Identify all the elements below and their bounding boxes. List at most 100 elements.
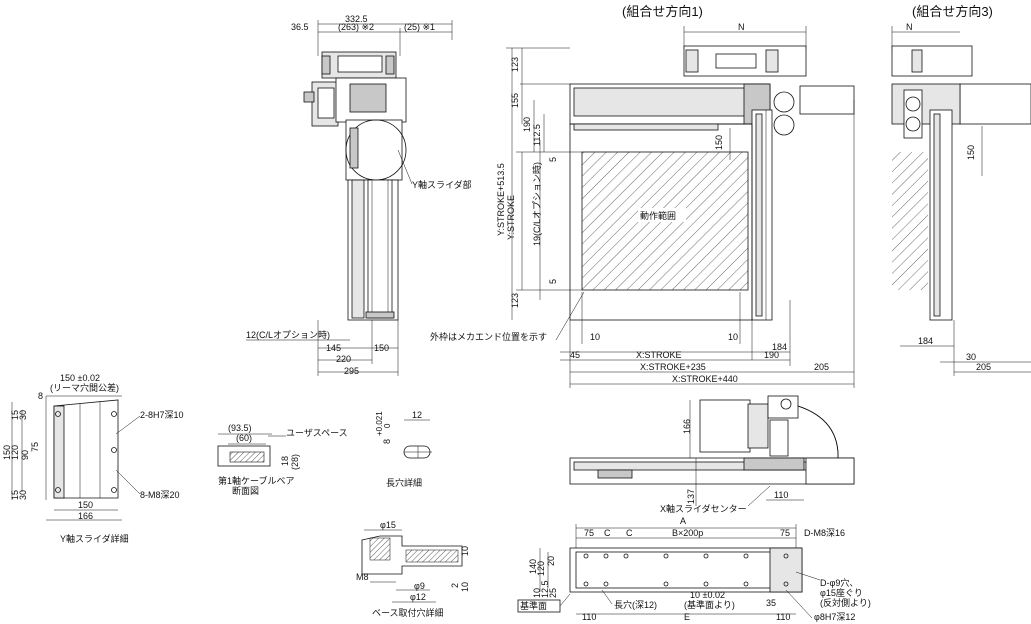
bh-phi15: φ15: [380, 520, 396, 530]
bp-h110b: 110: [776, 612, 790, 622]
bp-75a: 75: [584, 528, 594, 538]
bp-tol-ref: (基準面より): [684, 599, 735, 610]
bh-caption: ベース取付穴詳細: [372, 607, 444, 618]
lh-dim8: 8: [382, 439, 392, 444]
dim-5-bot: 5: [548, 279, 558, 284]
ys-hole1: 2-8H7深10: [140, 410, 184, 420]
y-slider-label: Y軸スライダ部: [412, 179, 472, 190]
ys-v90: 90: [20, 450, 30, 460]
ys-v30a: 30: [18, 410, 28, 420]
bp-ref-face: 基準面: [520, 600, 547, 611]
base-hole-detail: φ15 10 M8 φ9 φ12 2 10 ベース取付穴詳細: [356, 520, 470, 618]
bp-hole-note2: φ15座ぐり: [820, 587, 863, 598]
xs-v137: 137: [686, 489, 696, 504]
dim-36-5: 36.5: [291, 22, 309, 32]
bp-v120: 120: [536, 561, 546, 576]
cable-section: (93.5) (60) ユーザスペース 18 (28) 第1軸ケーブルベア 断面…: [217, 423, 348, 496]
dim-190: 190: [522, 117, 532, 132]
ys-top-dim: 150 ±0.02: [60, 373, 100, 383]
dim-25: (25) ※1: [404, 22, 435, 32]
dim-155: 155: [510, 93, 520, 108]
lh-tol: +0.021: [375, 411, 384, 436]
dim-184-combo3: 184: [918, 336, 933, 346]
bp-35: 35: [766, 598, 776, 608]
dim-30-combo3: 30: [966, 352, 976, 362]
y-slider-detail: 150 ±0.02 (リーマ穴間公差) 8 2-8H7深10 8-M8深20 1…: [2, 373, 184, 544]
bp-b: B×200p: [672, 528, 703, 538]
dim-205-combo3: 205: [976, 362, 991, 372]
dim-45: 45: [570, 350, 580, 360]
dim-y-stroke: Y:STROKE: [506, 195, 516, 240]
ys-h150: 150: [78, 500, 93, 510]
x-side-view: 166 137 110 X軸スライダセンター: [569, 395, 855, 514]
dim-x-stroke: X:STROKE: [636, 350, 682, 360]
dim-332-5: 332.5: [345, 14, 368, 24]
ys-hole2: 8-M8深20: [140, 490, 180, 500]
cs-caption1: 第1軸ケーブルベア: [218, 475, 294, 486]
dim-145: 145: [326, 343, 341, 353]
bh-dim2: 2: [450, 583, 460, 588]
bp-h110a: 110: [582, 612, 596, 622]
xs-v166: 166: [682, 419, 692, 434]
work-area-label: 動作範囲: [640, 210, 676, 221]
ys-v150: 150: [2, 445, 12, 460]
ys-v120: 120: [10, 445, 20, 460]
dim-y-stroke-513: Y:STROKE+513.5: [496, 163, 506, 236]
bp-hole-note1: D-φ9穴、: [820, 577, 858, 588]
dim-150-combo3: 150: [966, 145, 976, 160]
cl-option-label: 12(C/Lオプション時): [246, 330, 330, 340]
cs-caption2: 断面図: [232, 485, 259, 496]
bp-v20: 20: [546, 556, 556, 566]
bp-hole-note3: (反対側より): [820, 597, 871, 608]
dim-5-top: 5: [548, 157, 558, 162]
combo1-heading: (組合せ方向1): [622, 4, 703, 19]
bp-v25: 25: [548, 588, 558, 598]
dim-150-front: 150: [714, 135, 724, 150]
bp-a: A: [680, 516, 686, 526]
outer-frame-note: 外枠はメカエンド位置を示す: [430, 331, 547, 342]
dim-263: (263) ※2: [338, 22, 374, 32]
bp-c2: C: [626, 528, 633, 538]
cs-d60: (60): [236, 433, 252, 443]
ys-v30b: 30: [18, 490, 28, 500]
bp-hole-d: D-M8深16: [804, 528, 845, 538]
xs-h110: 110: [774, 490, 788, 500]
combo3-heading: (組合せ方向3): [912, 4, 993, 19]
ys-h166: 166: [78, 511, 93, 521]
ys-dim8: 8: [38, 391, 43, 401]
lh-tol0: 0: [383, 423, 392, 428]
cs-d93: (93.5): [228, 423, 252, 433]
lh-dim12: 12: [412, 410, 422, 420]
bp-c1: C: [604, 528, 611, 538]
xs-label: X軸スライダセンター: [660, 503, 747, 514]
side-view: 332.5 36.5 (263) ※2 (25) ※1 Y軸スライダ部: [246, 14, 472, 376]
dim-205-front: 205: [814, 362, 829, 372]
bp-tol: 10 ±0.02: [690, 590, 725, 600]
dim-x-stroke-440: X:STROKE+440: [672, 374, 738, 384]
dim-10-left: 10: [590, 332, 600, 342]
bh-dim10b: 10: [460, 582, 470, 592]
dim-112-5: 112.5: [532, 124, 542, 146]
bh-phi9: φ9: [414, 581, 425, 591]
ys-v75: 75: [30, 442, 40, 452]
cs-d28: (28): [290, 454, 300, 470]
combo3-view: N 150 184 30 205: [891, 22, 1031, 376]
bp-75b: 75: [780, 528, 790, 538]
n-label: N: [738, 22, 745, 32]
dim-123-top: 123: [510, 57, 520, 72]
ys-caption: Y軸スライダ詳細: [60, 533, 129, 544]
front-view: N 動作範囲 150 123 155 190: [430, 22, 855, 388]
bp-v12-5: 12.5: [540, 580, 550, 598]
dim-184-front: 184: [772, 342, 787, 352]
dim-150-side: 150: [374, 343, 389, 353]
bh-phi12: φ12: [410, 592, 426, 602]
bp-e: E: [684, 612, 690, 622]
dim-295: 295: [344, 366, 359, 376]
dim-19-cl: 19(C/Lオプション時): [532, 162, 542, 246]
dim-10-right: 10: [728, 332, 738, 342]
dim-123-bot: 123: [510, 293, 520, 308]
bh-m8: M8: [356, 572, 369, 582]
bp-long-hole: 長穴(深12): [614, 599, 657, 610]
bp-v10: 10: [532, 588, 542, 598]
